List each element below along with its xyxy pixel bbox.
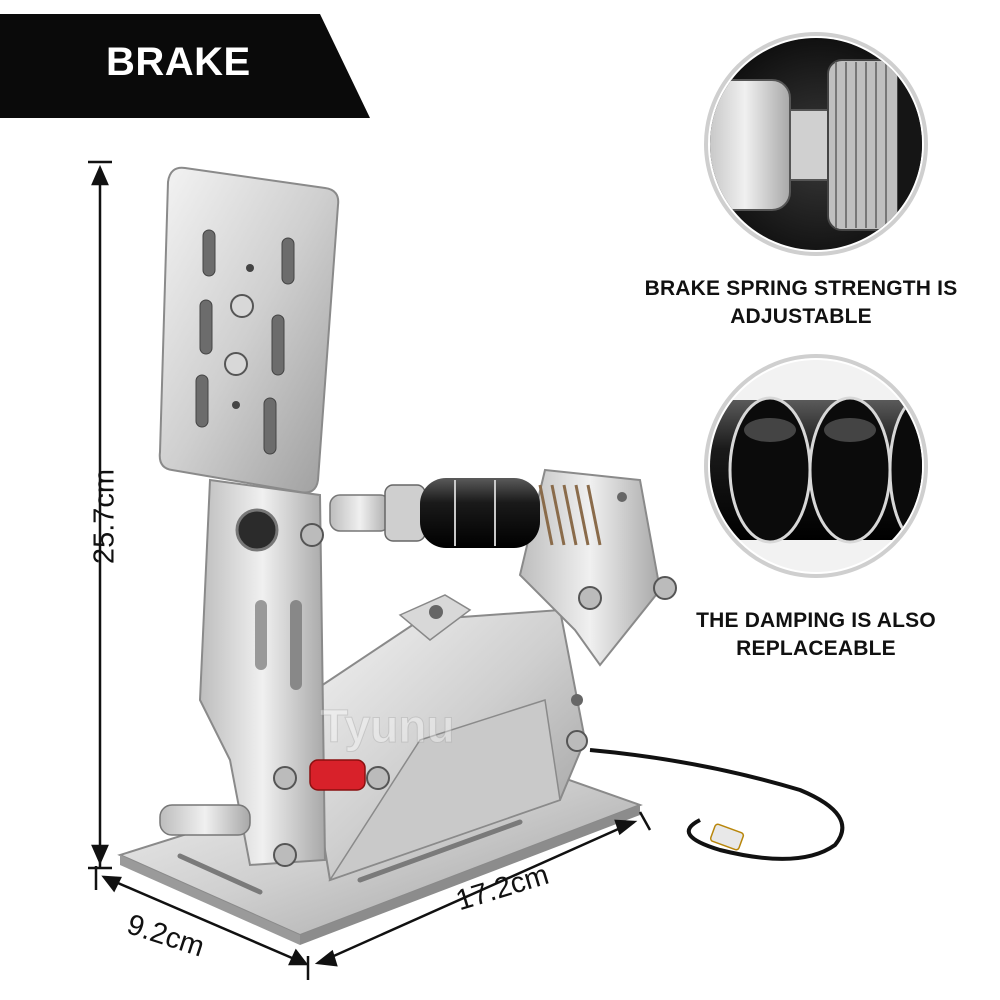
- spring-strength-caption: BRAKE SPRING STRENGTH IS ADJUSTABLE: [644, 277, 958, 328]
- damping-caption: THE DAMPING IS ALSO REPLACEABLE: [696, 609, 936, 660]
- svg-text:Tyunu: Tyunu: [320, 700, 455, 752]
- height-dimension-label: 25.7cm: [88, 468, 121, 565]
- spring-adjuster-detail-icon: [704, 32, 928, 256]
- banner-title: BRAKE: [106, 40, 251, 84]
- section-banner: [0, 14, 370, 118]
- damper-detail-icon: [704, 354, 928, 578]
